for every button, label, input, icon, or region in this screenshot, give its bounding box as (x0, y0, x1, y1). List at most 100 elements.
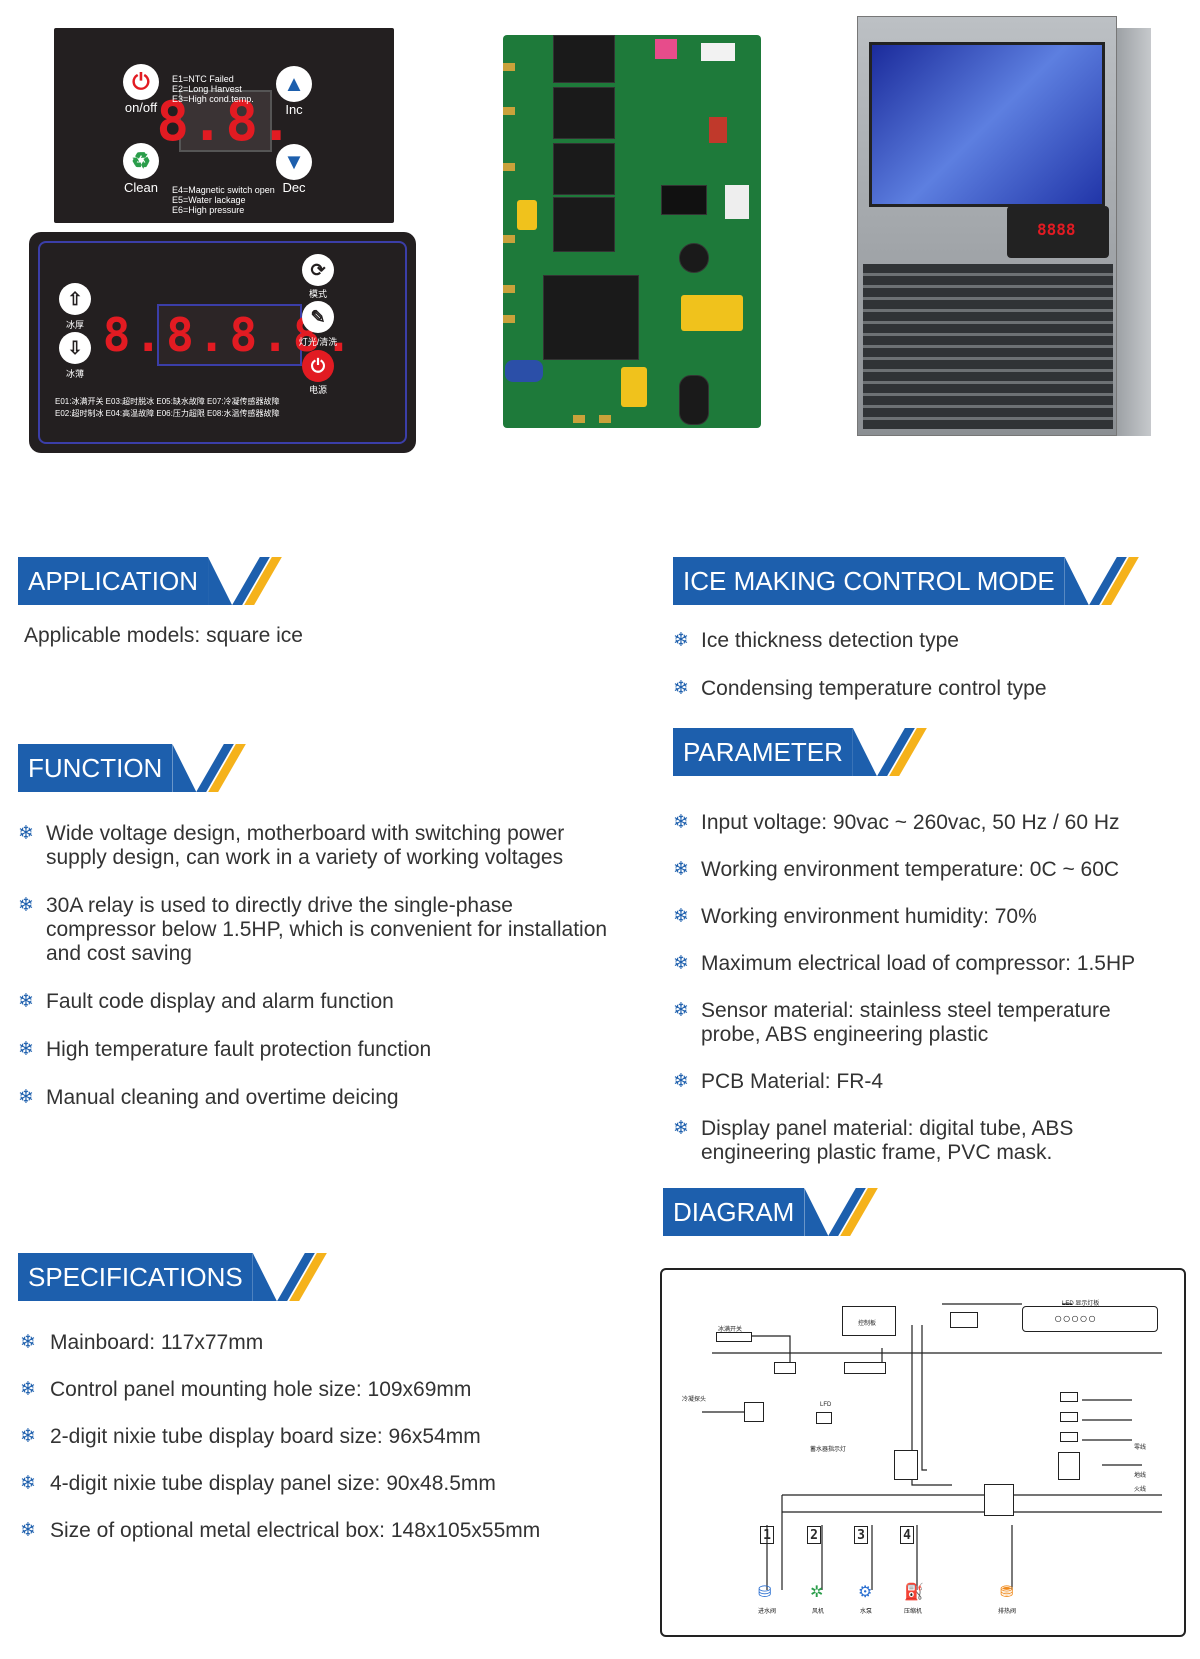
snowflake-icon: ❄ (18, 895, 34, 916)
capacitor (505, 360, 543, 382)
relay (553, 143, 615, 195)
water-light-label: 蓄水器指示灯 (810, 1447, 847, 1453)
list-item: ❄Working environment temperature: 0C ~ 6… (673, 858, 1120, 881)
terminal-pin (503, 63, 515, 71)
main-board-label: 控制板 (858, 1321, 877, 1327)
snowflake-icon: ❄ (673, 953, 689, 974)
mainboard-pcb-image (503, 35, 761, 428)
electrolytic-capacitor (679, 375, 709, 425)
fuse-box (1060, 1412, 1078, 1422)
header-edge (804, 1188, 829, 1236)
snowflake-icon: ❄ (20, 1426, 36, 1447)
terminal-pin (503, 235, 515, 243)
ice-bin-window (869, 42, 1105, 207)
list-item: ❄Fault code display and alarm function (18, 990, 394, 1013)
list-item: ❄High temperature fault protection funct… (18, 1038, 432, 1061)
parameter-header: PARAMETER (673, 728, 927, 776)
ice-control-list: ❄Ice thickness detection type ❄Condensin… (673, 629, 1173, 701)
diagram-header: DIAGRAM (663, 1188, 879, 1236)
list-item: ❄30A relay is used to directly drive the… (18, 894, 608, 965)
dec-label: Dec (282, 180, 306, 195)
ice-switch-label: 冰满开关 (718, 1327, 743, 1333)
list-item: ❄Wide voltage design, motherboard with s… (18, 822, 565, 869)
terminal-pin (599, 415, 611, 423)
machine-grille (863, 264, 1113, 429)
fan-icon: ✲ (810, 1584, 824, 1601)
connector-box (950, 1312, 978, 1328)
terminal-pin (503, 107, 515, 115)
list-item: ❄2-digit nixie tube display board size: … (20, 1425, 481, 1448)
main-board-box (842, 1306, 896, 1336)
pump-label: 水泵 (860, 1609, 873, 1615)
mode-icon: ⟳ (302, 254, 334, 286)
recycle-icon: ♻ (123, 143, 159, 179)
list-item: ❄Display panel material: digital tube, A… (673, 1117, 1074, 1164)
ground-label: 地线 (1134, 1473, 1147, 1479)
snowflake-icon: ❄ (673, 1000, 689, 1021)
connector (725, 185, 749, 219)
ice-switch-box (716, 1332, 752, 1342)
wiring-lines (702, 1303, 1162, 1590)
power-icon: ⏻ (302, 350, 334, 382)
lfd-label: LFD (820, 1402, 832, 1408)
ice-machine-image: 8888 (857, 16, 1155, 441)
application-header: APPLICATION (18, 557, 282, 605)
lfd-box (816, 1412, 832, 1424)
probe-box (744, 1402, 764, 1422)
section-title: ICE MAKING CONTROL MODE (673, 557, 1065, 605)
switch (709, 117, 727, 143)
list-item: ❄Input voltage: 90vac ~ 260vac, 50 Hz / … (673, 811, 1120, 834)
terminal-pin (573, 415, 585, 423)
fault-codes-row2: E02:超时制冰 E04:高温故障 E06:压力超限 E08:水温传感器故障 (55, 409, 280, 418)
function-list: ❄Wide voltage design, motherboard with s… (18, 822, 618, 1110)
connector (701, 43, 735, 61)
list-item: ❄Ice thickness detection type (673, 629, 959, 652)
output-number: 2 (807, 1526, 821, 1544)
live-label: 火线 (1134, 1487, 1147, 1493)
snowflake-icon: ❄ (673, 906, 689, 927)
list-item: ❄4-digit nixie tube display panel size: … (20, 1472, 496, 1495)
neutral-label: 零线 (1134, 1445, 1147, 1451)
probe-label: 冷凝探头 (682, 1397, 707, 1403)
list-item: ❄Sensor material: stainless steel temper… (673, 999, 1111, 1046)
application-text: Applicable models: square ice (24, 624, 303, 647)
section-title: APPLICATION (18, 557, 209, 605)
list-item: ❄Condensing temperature control type (673, 677, 1047, 700)
ice-control-header: ICE MAKING CONTROL MODE (673, 557, 1139, 605)
section-title: FUNCTION (18, 744, 173, 792)
relay (553, 87, 615, 139)
list-item: ❄Maximum electrical load of compressor: … (673, 952, 1136, 975)
compressor-icon: ⛽ (904, 1584, 924, 1601)
snowflake-icon: ❄ (673, 812, 689, 833)
compressor-relay-box (984, 1484, 1014, 1516)
list-item: ❄Control panel mounting hole size: 109x6… (20, 1378, 472, 1401)
two-digit-readout: 8.8. (156, 89, 295, 153)
list-item: ❄Mainboard: 117x77mm (20, 1331, 264, 1354)
header-edge (208, 557, 233, 605)
transformer (681, 295, 743, 331)
header-edge (172, 744, 197, 792)
snowflake-icon: ❄ (20, 1379, 36, 1400)
arrow-up-icon: ⇧ (59, 283, 91, 315)
list-item: ❄Manual cleaning and overtime deicing (18, 1086, 399, 1109)
electrolytic-capacitor (679, 243, 709, 273)
water-valve-label: 进水阀 (758, 1609, 777, 1615)
fuse-box (1060, 1392, 1078, 1402)
list-item: ❄Size of optional metal electrical box: … (20, 1519, 541, 1542)
snowflake-icon: ❄ (673, 678, 689, 699)
machine-side (1117, 28, 1151, 436)
relay (553, 35, 615, 83)
snowflake-icon: ❄ (673, 1071, 689, 1092)
snowflake-icon: ❄ (18, 1039, 34, 1060)
list-item: ❄Working environment humidity: 70% (673, 905, 1037, 928)
output-number: 3 (854, 1526, 868, 1544)
pump-icon: ⚙ (858, 1584, 873, 1601)
relay (543, 275, 639, 360)
inc-label: Inc (285, 102, 303, 117)
header-edge (252, 1253, 277, 1301)
valve-icon: ⛁ (758, 1584, 772, 1601)
connector (655, 39, 677, 59)
fuse-box (1060, 1432, 1078, 1442)
